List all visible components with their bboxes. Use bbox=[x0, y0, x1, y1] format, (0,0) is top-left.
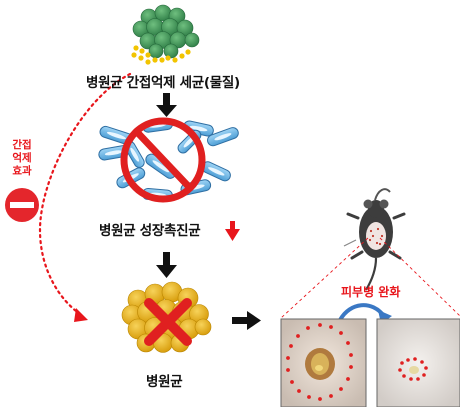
red-down-arrow-icon bbox=[225, 221, 240, 241]
antagonist-cluster-icon bbox=[131, 4, 200, 65]
zoom-lines bbox=[280, 237, 460, 319]
down-arrow-icon bbox=[156, 93, 177, 117]
indirect-inhibition-line-2: 억제 bbox=[12, 152, 32, 164]
right-arrow-icon bbox=[232, 311, 261, 330]
indirect-inhibition-line-1: 간접 bbox=[12, 139, 32, 151]
symptom-relief-label: 피부병 완화 bbox=[341, 285, 401, 299]
prohibition-icon bbox=[120, 117, 206, 203]
skin-photo-before bbox=[280, 318, 367, 407]
down-arrow-icon bbox=[156, 252, 177, 278]
indirect-inhibition-line-3: 효과 bbox=[12, 165, 32, 177]
indirect-inhibition-label: 간접 억제 효과 bbox=[8, 139, 36, 178]
growth-promoter-label: 병원균 성장촉진균 bbox=[99, 223, 201, 239]
skin-photo-after bbox=[376, 318, 460, 407]
indirect-inhibition-arrow bbox=[38, 72, 132, 322]
pathogen-label: 병원균 bbox=[146, 374, 183, 390]
antagonist-label: 병원균 간접억제 세균(물질) bbox=[86, 75, 240, 91]
mouse-icon bbox=[343, 188, 406, 291]
minus-icon bbox=[5, 188, 39, 222]
red-x-icon bbox=[144, 298, 192, 346]
growth-promoter-cluster-icon bbox=[98, 118, 239, 202]
